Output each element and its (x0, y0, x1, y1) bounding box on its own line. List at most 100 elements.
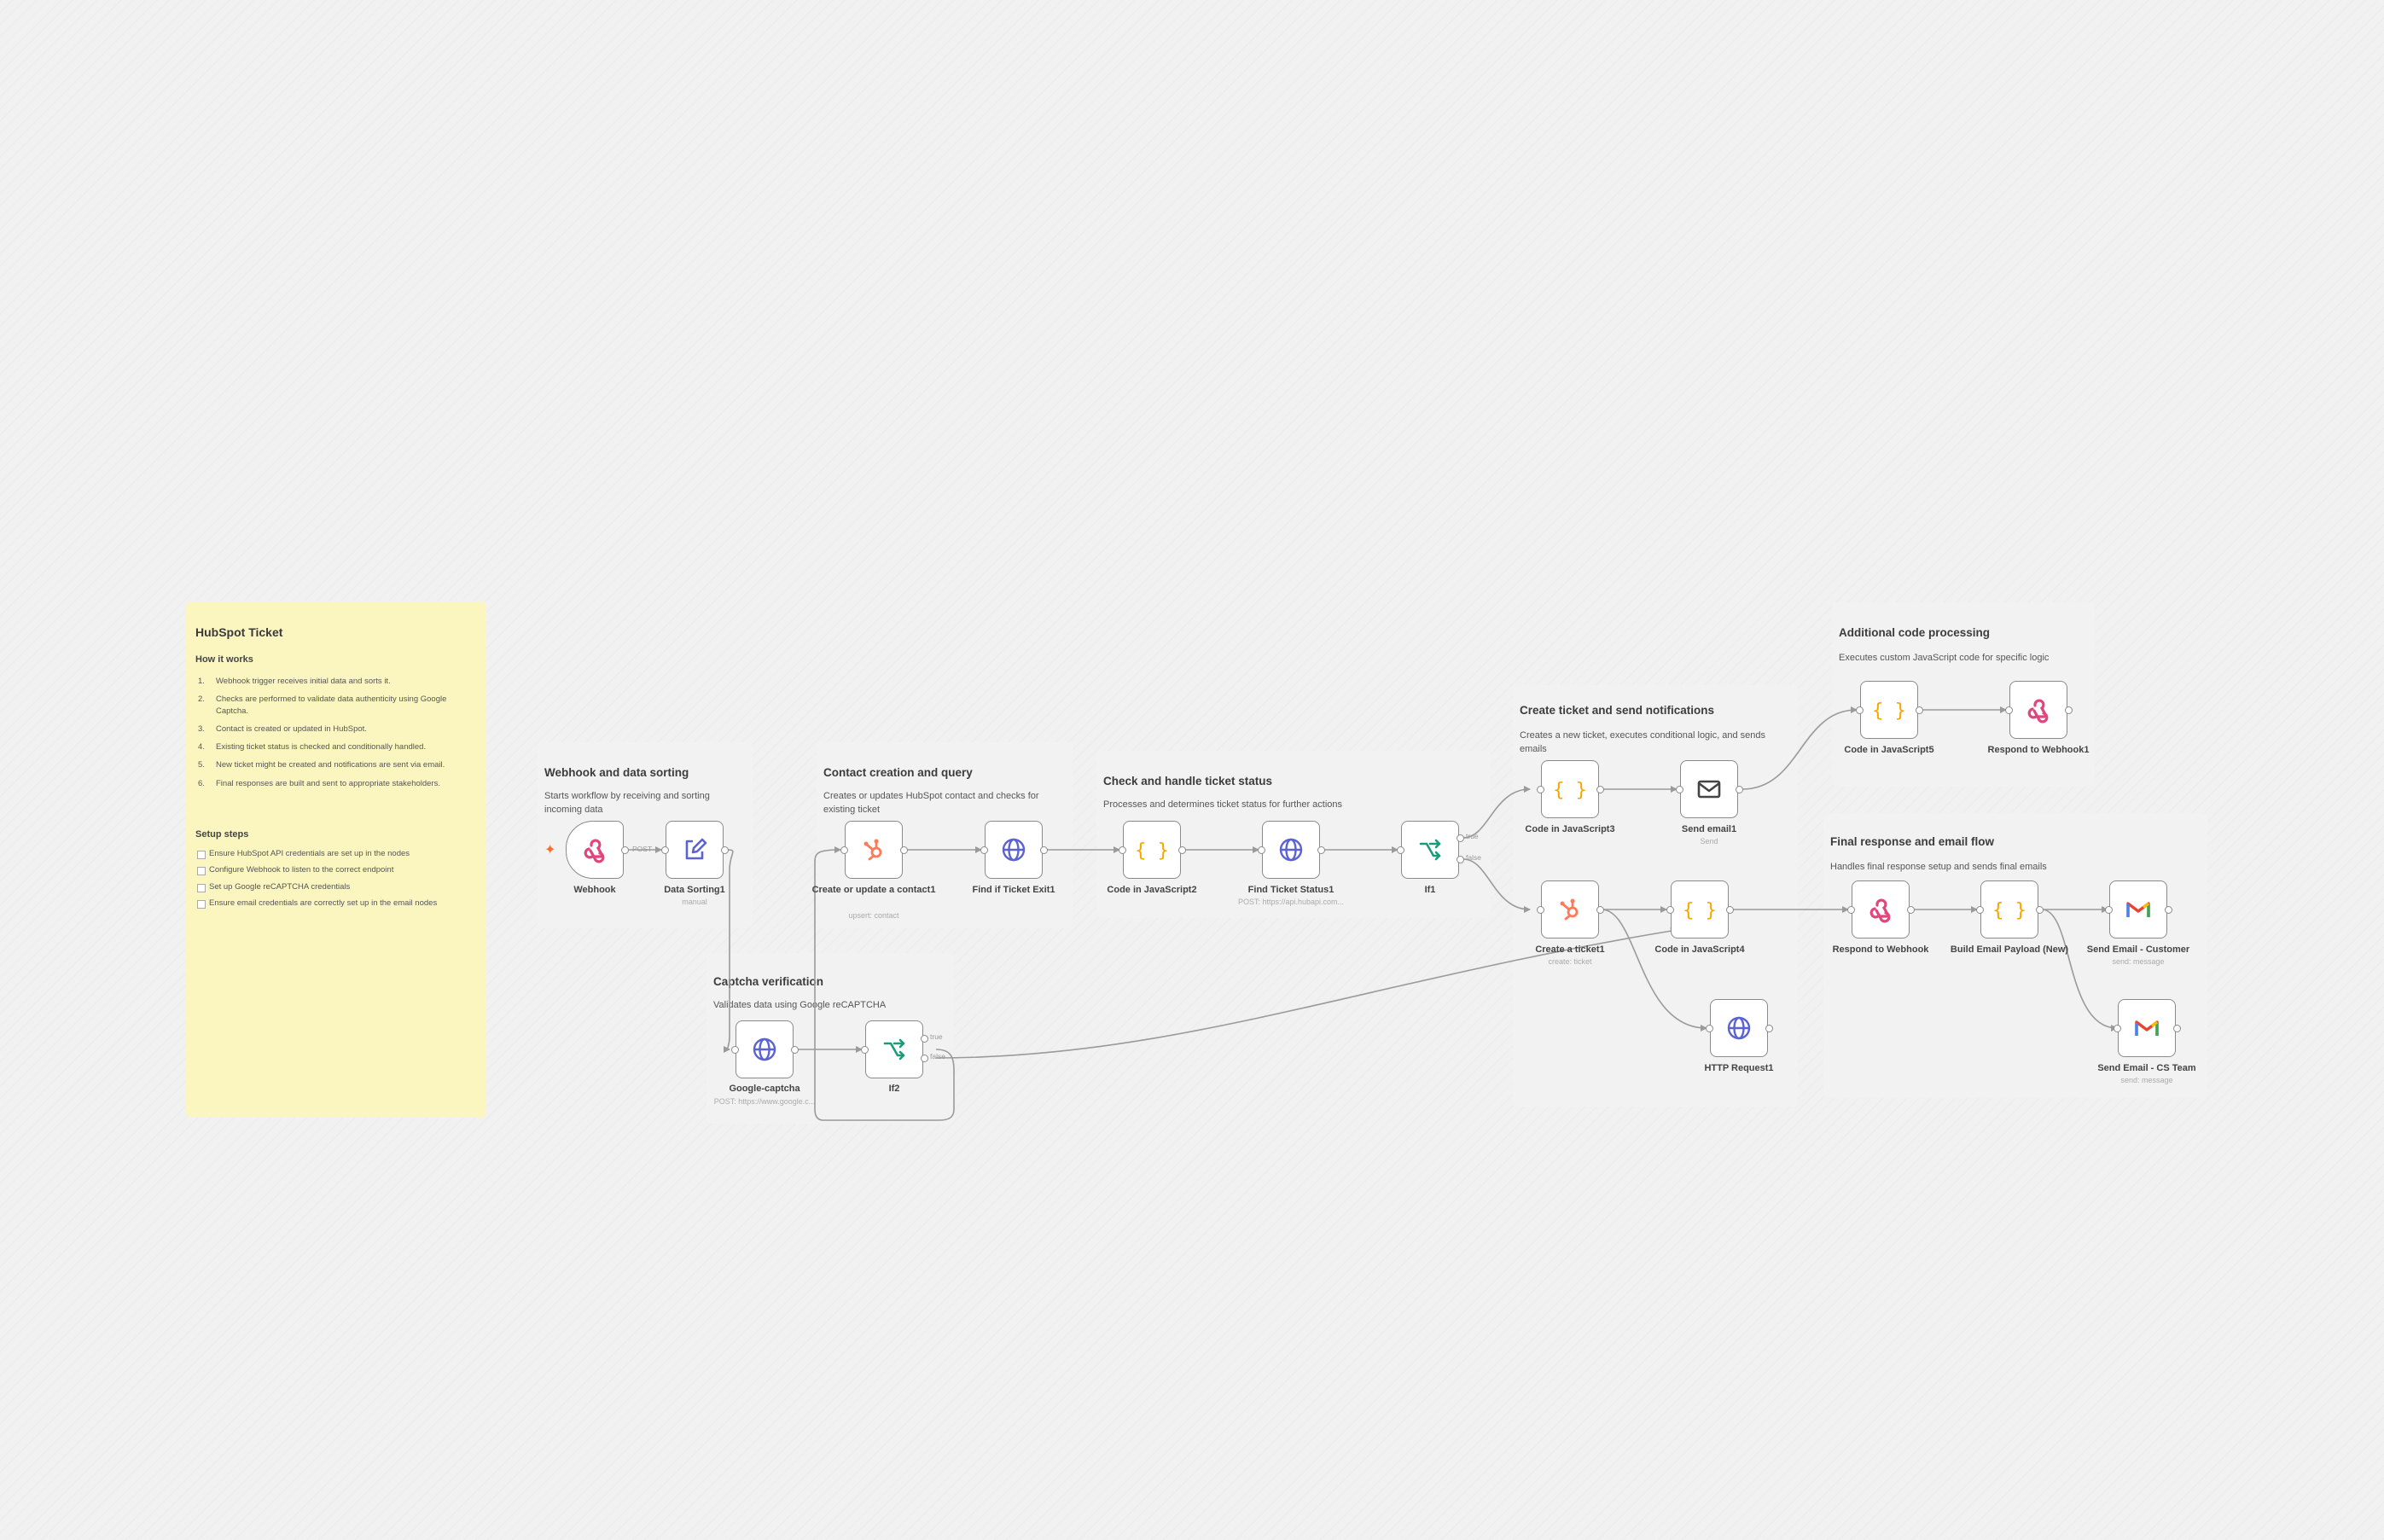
globe-icon (753, 1037, 776, 1061)
checkbox[interactable] (197, 900, 206, 909)
port-label-post: POST (632, 845, 653, 853)
input-port[interactable] (861, 1046, 869, 1054)
node-respond-webhook1[interactable] (2009, 681, 2067, 739)
node-http-request[interactable] (1710, 999, 1768, 1057)
node-find-ticket[interactable] (985, 821, 1043, 879)
node-code5[interactable]: { } (1860, 681, 1918, 739)
input-port[interactable] (1666, 906, 1674, 914)
output-port-false[interactable] (921, 1055, 928, 1062)
output-port[interactable] (621, 846, 629, 854)
input-port[interactable] (1976, 906, 1984, 914)
output-port[interactable] (1907, 906, 1915, 914)
output-port-false[interactable] (1457, 856, 1464, 863)
node-label: Code in JavaScript2 (1107, 885, 1197, 895)
input-port[interactable] (2114, 1025, 2121, 1032)
node-data-sorting[interactable] (666, 821, 724, 879)
gmail-icon (2135, 1020, 2159, 1036)
note-title: Check and handle ticket status (1103, 775, 1273, 787)
node-if2[interactable] (865, 1020, 923, 1078)
input-port[interactable] (2105, 906, 2113, 914)
node-if1[interactable] (1401, 821, 1459, 879)
node-subtitle: manual (682, 898, 707, 906)
input-port[interactable] (840, 846, 848, 854)
node-build-email[interactable]: { } (1980, 880, 2038, 939)
node-code3[interactable]: { } (1541, 760, 1599, 818)
list-item[interactable]: Configure Webhook to listen to the corre… (195, 865, 437, 876)
input-port[interactable] (1258, 846, 1265, 854)
output-port-true[interactable] (1457, 834, 1464, 842)
globe-icon (1002, 838, 1026, 862)
output-port[interactable] (1916, 706, 1923, 714)
input-port[interactable] (1119, 846, 1126, 854)
input-port[interactable] (1706, 1025, 1713, 1032)
node-send-email[interactable] (1680, 760, 1738, 818)
input-port[interactable] (2005, 706, 2013, 714)
checkbox[interactable] (197, 867, 206, 876)
note-description: Processes and determines ticket status f… (1103, 799, 1343, 810)
input-port[interactable] (1537, 786, 1544, 793)
globe-icon (1727, 1016, 1751, 1040)
node-label: Send Email - CS Team (2097, 1063, 2196, 1073)
code-icon: { } (1994, 900, 2025, 921)
node-label: Code in JavaScript4 (1654, 944, 1745, 955)
output-port[interactable] (1765, 1025, 1773, 1032)
node-code2[interactable]: { } (1123, 821, 1181, 879)
input-port[interactable] (1397, 846, 1404, 854)
output-port[interactable] (791, 1046, 799, 1054)
input-port[interactable] (661, 846, 669, 854)
output-port[interactable] (1040, 846, 1048, 854)
output-port[interactable] (1317, 846, 1325, 854)
note-description: Creates or updates HubSpot contact and c… (823, 791, 1039, 815)
note-description: Executes custom JavaScript code for spec… (1839, 653, 2050, 663)
node-create-ticket[interactable] (1541, 880, 1599, 939)
output-port[interactable] (1178, 846, 1186, 854)
checkbox[interactable] (197, 851, 206, 859)
node-label: Find Ticket Status1 (1247, 885, 1334, 895)
webhook-icon (1869, 898, 1891, 923)
node-create-contact[interactable] (845, 821, 903, 879)
node-email-customer[interactable] (2109, 880, 2167, 939)
output-port[interactable] (2065, 706, 2073, 714)
output-port[interactable] (2173, 1025, 2181, 1032)
list-item[interactable]: Ensure HubSpot API credentials are set u… (195, 849, 437, 859)
branch-icon (883, 1038, 905, 1061)
wire (1601, 909, 1707, 1032)
output-port[interactable] (2036, 906, 2044, 914)
node-label: Data Sorting1 (664, 885, 725, 895)
output-port[interactable] (900, 846, 908, 854)
output-port[interactable] (721, 846, 729, 854)
node-label: Respond to Webhook1 (1987, 745, 2090, 755)
list-item[interactable]: Set up Google reCAPTCHA credentials (195, 882, 437, 892)
node-email-cs[interactable] (2118, 999, 2176, 1057)
wire (814, 846, 955, 1121)
list-item: 5.New ticket might be created and notifi… (198, 760, 445, 770)
output-port[interactable] (1596, 906, 1604, 914)
node-webhook[interactable] (566, 821, 624, 879)
setup-steps-list: Ensure HubSpot API credentials are set u… (195, 849, 437, 915)
wire (935, 927, 1678, 1059)
input-port[interactable] (1676, 786, 1683, 793)
list-item[interactable]: Ensure email credentials are correctly s… (195, 898, 437, 909)
input-port[interactable] (1847, 906, 1855, 914)
input-port[interactable] (731, 1046, 739, 1054)
output-port[interactable] (1736, 786, 1743, 793)
output-port-true[interactable] (921, 1035, 928, 1043)
input-port[interactable] (1537, 906, 1544, 914)
output-port[interactable] (2165, 906, 2172, 914)
output-port[interactable] (1596, 786, 1604, 793)
node-google-captcha[interactable] (736, 1020, 794, 1078)
list-item: 3.Contact is created or updated in HubSp… (198, 724, 367, 734)
node-subtitle: send: message (2112, 957, 2165, 966)
list-item: 4.Existing ticket status is checked and … (198, 742, 427, 753)
node-find-status[interactable] (1262, 821, 1320, 879)
node-label: Create a ticket1 (1535, 944, 1605, 955)
node-code4[interactable]: { } (1671, 880, 1729, 939)
checkbox[interactable] (197, 883, 206, 892)
sticky-note-hubspot-ticket[interactable]: HubSpot Ticket How it works 1.Webhook tr… (186, 601, 486, 1118)
input-port[interactable] (980, 846, 988, 854)
code-icon: { } (1137, 840, 1167, 862)
output-port[interactable] (1726, 906, 1734, 914)
node-respond-webhook[interactable] (1852, 880, 1910, 939)
input-port[interactable] (1856, 706, 1864, 714)
